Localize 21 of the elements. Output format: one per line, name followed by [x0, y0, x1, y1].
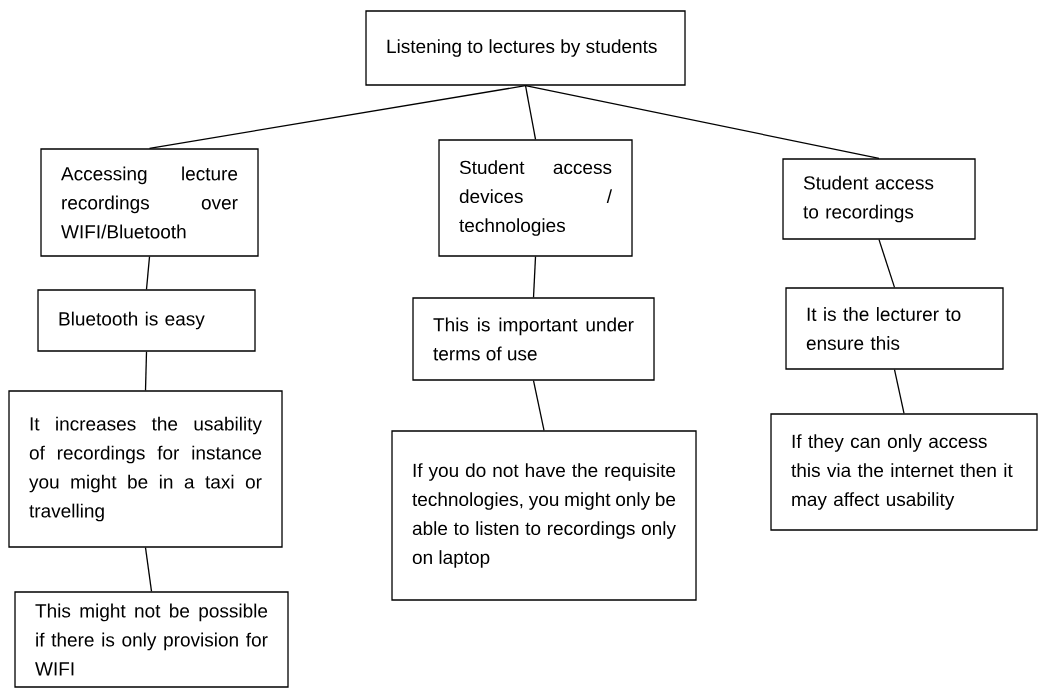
text-box: Student access devices / technologies — [438, 139, 633, 257]
connector-line — [524, 85, 880, 159]
text-box: Bluetooth is easy — [37, 289, 256, 352]
text-box: If you do not have the requisite technologies, you might only be able to listen to recordings only on laptop — [391, 430, 697, 601]
text-box: Listening to lectures by students — [365, 10, 686, 86]
connector-line — [893, 369, 905, 414]
text-box: It increases the usability of recordings for instance you might be in a taxi or travelling — [8, 390, 283, 548]
connector-line — [145, 256, 151, 290]
connector-line — [144, 547, 153, 592]
text-box: This is important under terms of use — [412, 297, 655, 381]
connector-line — [144, 351, 148, 391]
connector-line — [532, 380, 545, 431]
text-box: It is the lecturer to ensure this — [785, 287, 1004, 370]
text-box: Student access to recordings — [782, 158, 976, 240]
text-box: This might not be possible if there is only provision for WIFI — [14, 591, 289, 688]
connector-line — [524, 85, 537, 140]
connector-line — [878, 239, 896, 288]
text-box: Accessing lecture recordings over WIFI/Bluetooth — [40, 148, 259, 257]
connector-line — [148, 85, 527, 149]
text-box: If they can only access this via the internet then it may affect usability — [770, 413, 1038, 531]
connector-line — [532, 256, 537, 298]
